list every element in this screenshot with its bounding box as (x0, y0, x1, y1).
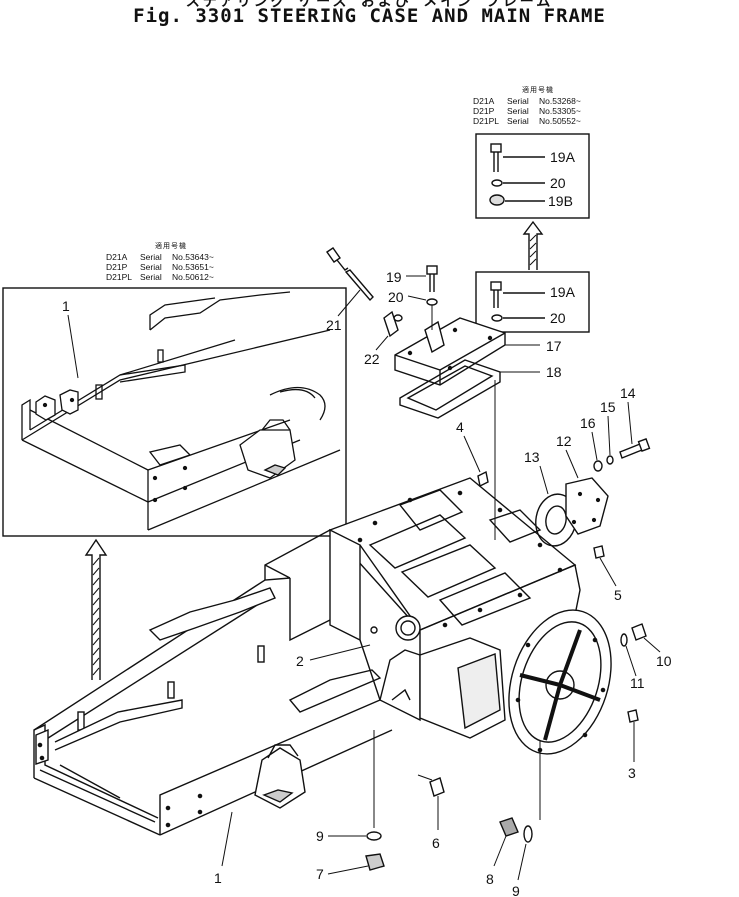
callout-9-left: 9 (316, 828, 324, 844)
callout-20-top: 20 (550, 175, 566, 191)
cover-12 (565, 449, 609, 535)
drain-plug-7 (327, 853, 385, 875)
callout-1-bottom: 1 (214, 870, 222, 886)
callout-20-small: 20 (388, 289, 404, 305)
callout-19b-top: 19B (548, 193, 573, 209)
callout-9-right: 9 (512, 883, 520, 897)
sender-21 (326, 247, 374, 317)
plug-2 (309, 626, 378, 661)
plug-10 (631, 623, 661, 653)
bolt-19a-top (490, 143, 545, 172)
bolt-14 (619, 401, 651, 459)
callout-17: 17 (546, 338, 562, 354)
callout-5: 5 (614, 587, 622, 603)
callout-19a-top: 19A (550, 149, 576, 165)
oring-9-right (517, 825, 533, 881)
bolt-19 (406, 265, 438, 292)
callout-4: 4 (456, 419, 464, 435)
washer-20-mid (491, 314, 545, 322)
callout-14: 14 (620, 385, 636, 401)
leader-1-top (67, 314, 79, 379)
callout-3: 3 (628, 765, 636, 781)
callout-16: 16 (580, 415, 596, 431)
replacement-arrow-upper (522, 220, 544, 270)
callout-13: 13 (524, 449, 540, 465)
plug-3 (627, 709, 639, 762)
detail-box-19a (475, 271, 590, 333)
callout-21: 21 (326, 317, 342, 333)
callout-8: 8 (486, 871, 494, 887)
figure-title-japanese: ステアリング ケース および メイン フレーム (185, 0, 554, 10)
callout-18: 18 (546, 364, 562, 380)
callout-2: 2 (296, 653, 304, 669)
bolt-19a-mid (490, 281, 545, 308)
oring-9-left (328, 831, 382, 841)
serial-header: 適用号機 (522, 87, 554, 94)
callout-10: 10 (656, 653, 672, 669)
breather-6 (417, 774, 445, 830)
callout-19: 19 (386, 269, 402, 285)
detail-box-frame (2, 287, 347, 537)
washer-20-top (491, 179, 545, 187)
callout-11: 11 (630, 675, 645, 691)
steering-case (328, 477, 581, 739)
callout-22: 22 (364, 351, 380, 367)
serial-header: 適用号機 (155, 243, 187, 250)
leader-1-bottom (221, 811, 233, 867)
replacement-arrow-lower (84, 538, 108, 680)
detail-box-19b (475, 133, 590, 219)
gasket-18 (399, 359, 501, 419)
callout-15: 15 (600, 399, 616, 415)
flange-plate (508, 609, 612, 755)
callout-7: 7 (316, 866, 324, 882)
pin-22 (375, 310, 403, 351)
callout-19a-mid: 19A (550, 284, 576, 300)
plug-4 (463, 435, 489, 488)
lockwasher-15 (606, 415, 614, 465)
plug-5 (593, 545, 617, 587)
cover-17 (394, 317, 506, 386)
oring-11 (620, 633, 637, 677)
plug-8 (493, 817, 519, 867)
nut-19b (489, 194, 545, 206)
callout-1-top: 1 (62, 298, 70, 314)
main-frame (33, 529, 393, 836)
callout-12: 12 (556, 433, 572, 449)
callout-6: 6 (432, 835, 440, 851)
callout-20-mid: 20 (550, 310, 566, 326)
washer-16 (591, 431, 603, 472)
washer-20-small (407, 295, 438, 306)
frame-detail-drawing (21, 291, 341, 531)
figure-title: Fig. 3301 STEERING CASE AND MAIN FRAME (133, 5, 606, 27)
